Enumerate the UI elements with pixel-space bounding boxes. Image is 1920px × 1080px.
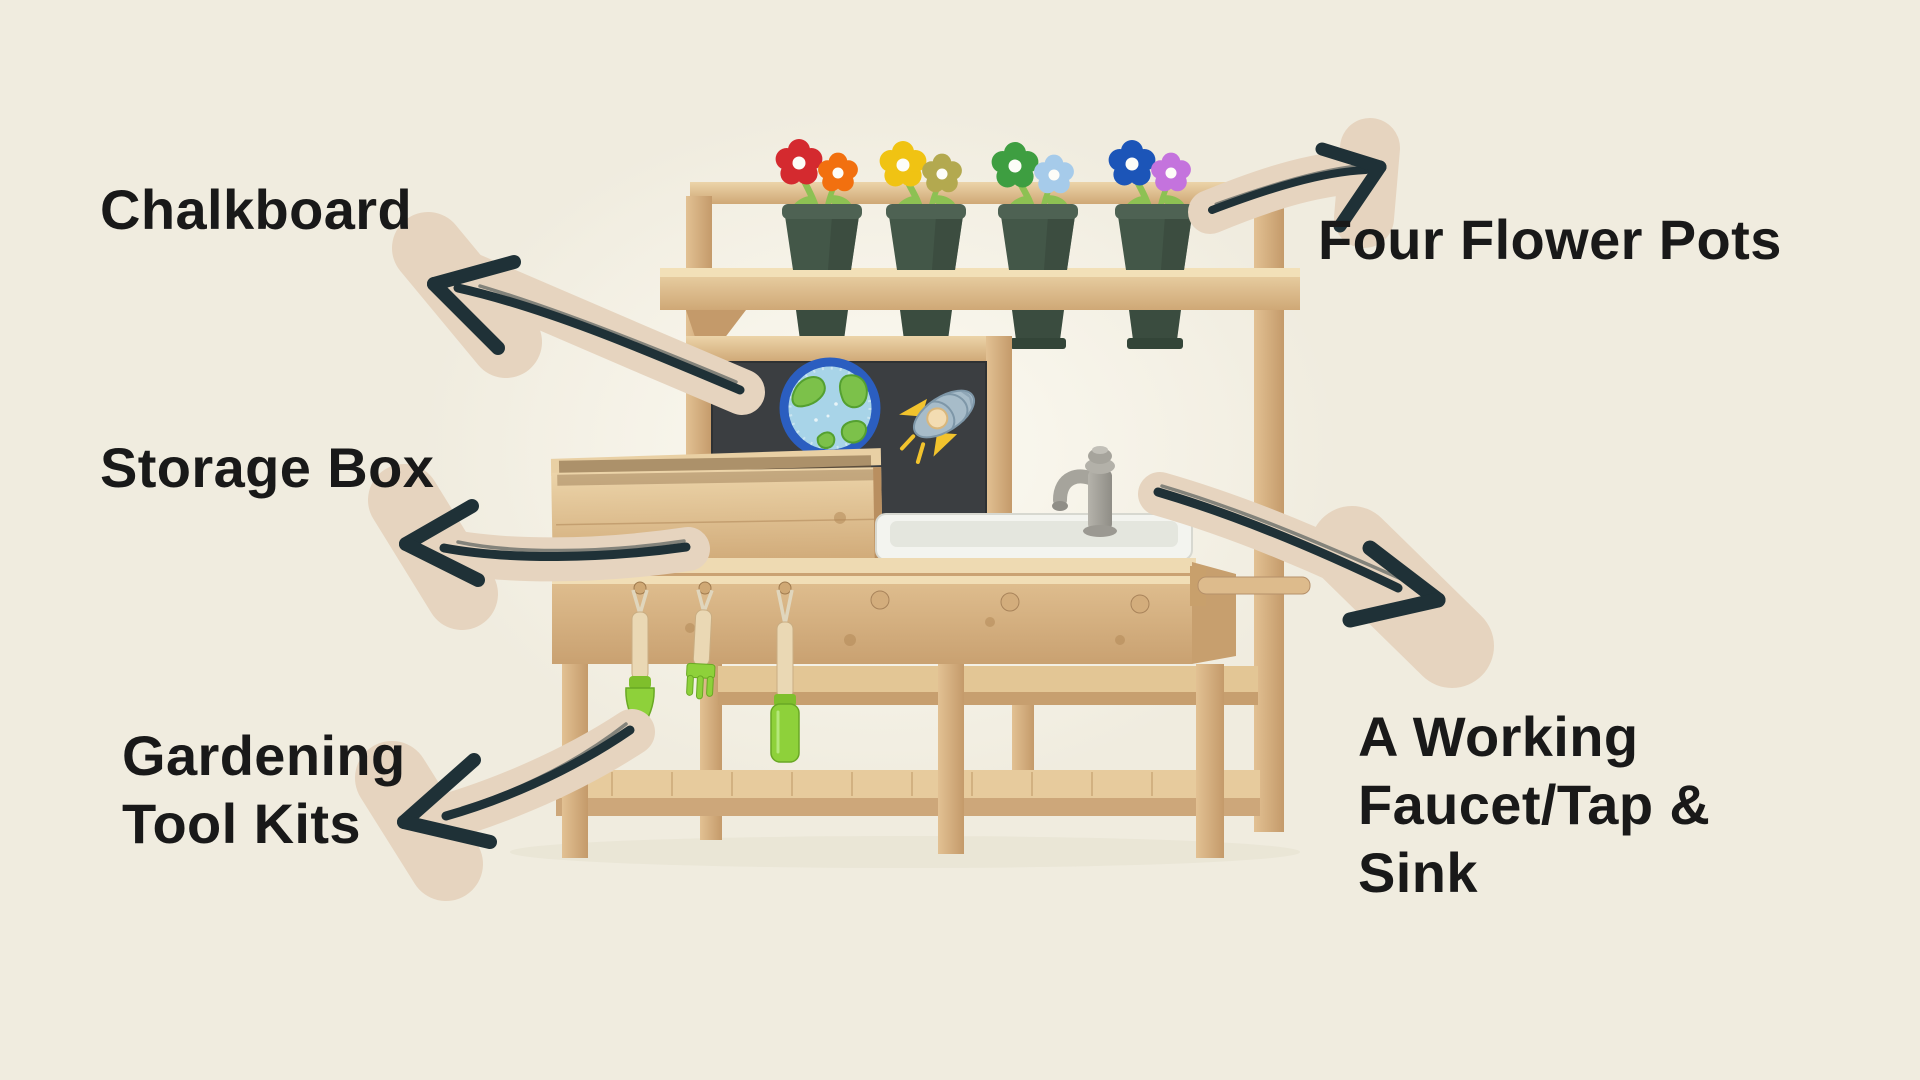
label-text-line2: Faucet/Tap & (1358, 773, 1711, 836)
arrow-storage-box-icon (368, 464, 710, 630)
label-storage-box: Storage Box (100, 434, 434, 502)
flower-yellow (879, 141, 927, 187)
towel-bar (1190, 566, 1311, 606)
label-text: Four Flower Pots (1318, 208, 1782, 271)
tool-rake (686, 589, 716, 700)
flower-orange (818, 152, 858, 192)
flower-blue (1108, 140, 1156, 186)
label-text: Chalkboard (100, 178, 413, 241)
label-chalkboard: Chalkboard (100, 176, 412, 244)
flower-red (775, 139, 823, 185)
ground-shadow (510, 836, 1300, 868)
arrow-chalkboard-icon (392, 212, 765, 415)
sink (875, 513, 1193, 561)
label-text-line3: Sink (1358, 841, 1478, 904)
arrow-flower-pots-icon (1188, 118, 1400, 248)
label-text-line2: Tool Kits (122, 792, 361, 855)
middle-shelf (718, 666, 1258, 705)
shelf-support (1012, 692, 1034, 776)
flower-pot (998, 204, 1078, 270)
earth-chalk-drawing (779, 357, 881, 459)
counter-apron (552, 562, 1236, 664)
label-four-flower-pots: Four Flower Pots (1318, 206, 1782, 274)
flower-lightblue (1034, 154, 1074, 194)
potting-bench (536, 139, 1311, 858)
rocket-chalk-drawing (899, 389, 975, 464)
arrow-tool-kits-icon (355, 709, 655, 901)
tool-spade (770, 589, 800, 763)
flower-olive (922, 153, 962, 193)
label-text-line1: Gardening (122, 724, 406, 787)
flower-pots (782, 204, 1195, 270)
flower-pot (782, 204, 862, 270)
annotation-arrows (355, 118, 1494, 901)
flower-green (991, 142, 1039, 188)
flower-pot (1115, 204, 1195, 270)
gardening-tools (625, 589, 800, 763)
middle-leg (938, 664, 964, 854)
label-gardening-tool-kits: Gardening Tool Kits (122, 722, 406, 858)
label-working-faucet-sink: A Working Faucet/Tap & Sink (1358, 703, 1710, 907)
faucet (1052, 446, 1117, 537)
arrow-faucet-icon (1138, 472, 1494, 688)
hanging-pegs (633, 581, 1150, 614)
top-shelf (660, 268, 1300, 310)
bottom-shelf (556, 770, 1260, 816)
label-text: Storage Box (100, 436, 435, 499)
flower-pot (886, 204, 966, 270)
flower-purple (1151, 152, 1191, 192)
front-right-leg (1196, 664, 1224, 858)
label-text-line1: A Working (1358, 705, 1639, 768)
